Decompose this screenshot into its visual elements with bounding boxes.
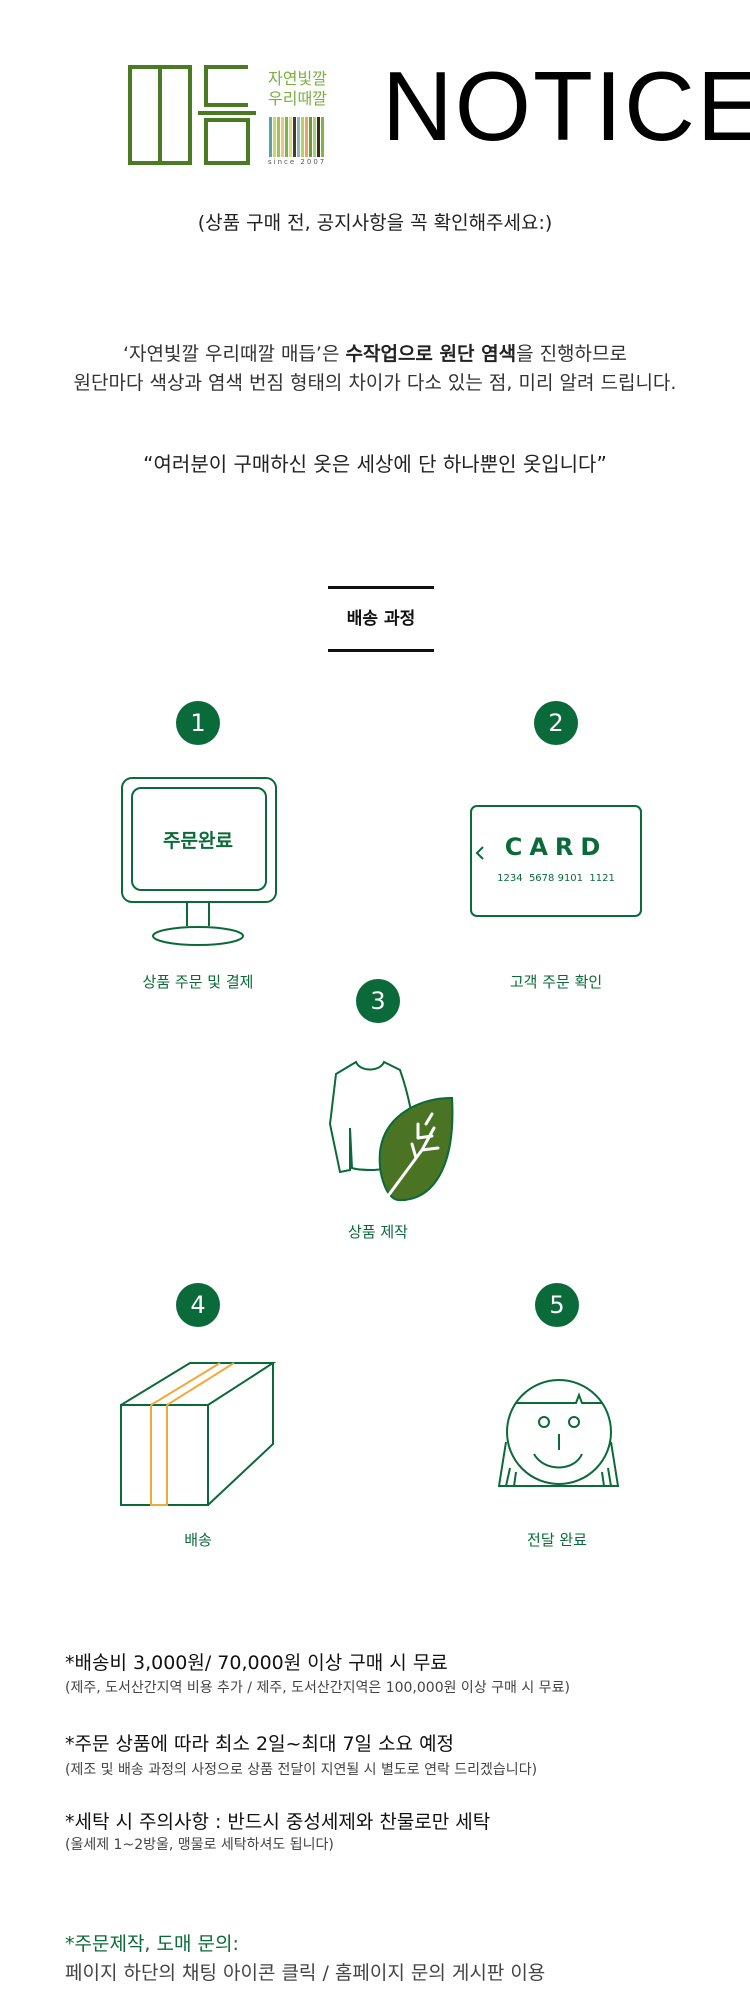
package-box-icon xyxy=(120,1362,277,1512)
step-number-badge: 2 xyxy=(534,701,578,745)
page-subtitle: (상품 구매 전, 공지사항을 꼭 확인해주세요:) xyxy=(197,212,553,234)
step-label: 고객 주문 확인 xyxy=(509,973,603,991)
step-number-badge: 4 xyxy=(176,1283,220,1327)
step-label: 배송 xyxy=(184,1531,212,1549)
note-shipping-fee-detail: (제주, 도서산간지역 비용 추가 / 제주, 도서산간지역은 100,000원… xyxy=(65,1680,570,1696)
step-number-badge: 5 xyxy=(535,1283,579,1327)
brand-logo: 자연빛깔 우리때깔 since 2007 xyxy=(128,65,346,167)
note-delivery-time-detail: (제조 및 배송 과정의 사정으로 상품 전달이 지연될 시 별도로 연락 드리… xyxy=(65,1762,538,1778)
monitor-screen-text: 주문완료 xyxy=(163,830,233,852)
contact-text: 페이지 하단의 채팅 아이콘 클릭 / 홈페이지 문의 게시판 이용 xyxy=(65,1962,546,1984)
intro-bold-text: 수작업으로 원단 염색 xyxy=(345,343,517,365)
person-face-icon xyxy=(497,1372,620,1496)
intro-line-2: 원단마다 색상과 염색 번짐 형태의 차이가 다소 있는 점, 미리 알려 드립… xyxy=(73,372,677,394)
page-title: NOTICE xyxy=(382,51,750,161)
logo-slogan: 자연빛깔 우리때깔 xyxy=(268,69,327,109)
note-washing-detail: (울세제 1~2방울, 맹물로 세탁하셔도 됩니다) xyxy=(65,1837,334,1853)
step-label: 전달 완료 xyxy=(527,1531,587,1549)
note-washing: *세탁 시 주의사항 : 반드시 중성세제와 찬물로만 세탁 xyxy=(65,1811,491,1833)
contact-title: *주문제작, 도매 문의: xyxy=(65,1933,239,1955)
sweater-leaf-icon xyxy=(322,1058,458,1208)
note-shipping-fee: *배송비 3,000원/ 70,000원 이상 구매 시 무료 xyxy=(65,1652,448,1674)
card-icon: CARD 1234 5678 9101 1121 xyxy=(470,805,642,917)
logo-since: since 2007 xyxy=(268,158,327,166)
section-title: 배송 과정 xyxy=(328,586,434,652)
step-number-badge: 3 xyxy=(356,979,400,1023)
step-number-badge: 1 xyxy=(176,701,220,745)
intro-text-part: 을 진행하므로 xyxy=(516,343,627,365)
card-number: 1234 5678 9101 1121 xyxy=(497,873,615,884)
monitor-icon: 주문완료 xyxy=(120,776,280,952)
intro-text-part: ‘자연빛깔 우리때깔 매듭’은 xyxy=(123,343,346,365)
step-label: 상품 주문 및 결제 xyxy=(142,973,254,991)
intro-quote: “여러분이 구매하신 옷은 세상에 단 하나뿐인 옷입니다” xyxy=(143,452,607,476)
note-delivery-time: *주문 상품에 따라 최소 2일~최대 7일 소요 예정 xyxy=(65,1733,455,1755)
logo-slogan-line: 자연빛깔 xyxy=(268,69,327,88)
card-text: CARD xyxy=(504,833,608,861)
logo-slogan-line: 우리때깔 xyxy=(268,89,327,108)
intro-text: ‘자연빛깔 우리때깔 매듭’은 수작업으로 원단 염색을 진행하므로 원단마다 … xyxy=(0,340,750,398)
step-label: 상품 제작 xyxy=(348,1223,408,1241)
